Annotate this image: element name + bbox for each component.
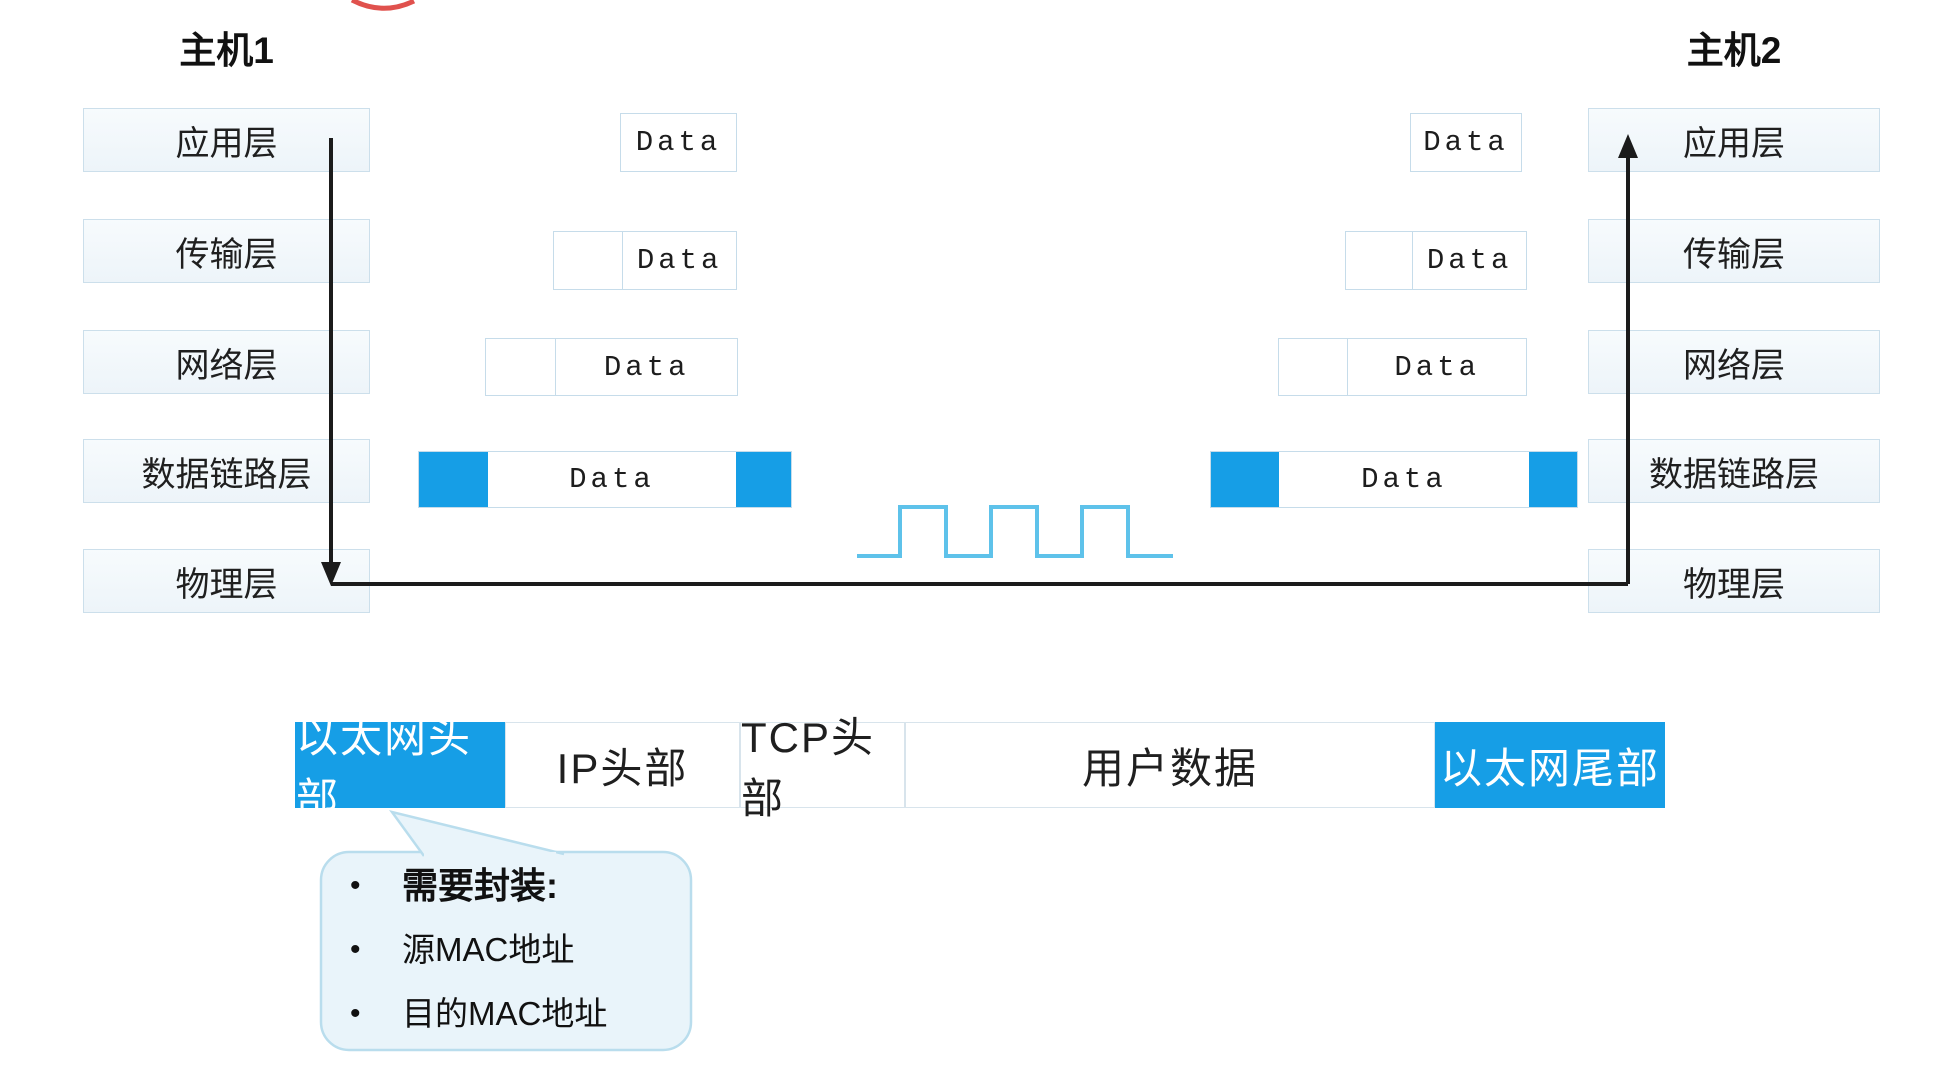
layer-label: 传输层 <box>175 235 278 274</box>
pdu-data-cell: Data <box>1411 114 1521 171</box>
host2-layer-physical: 物理层 <box>1588 549 1880 613</box>
frame-segment-tcp-header: TCP头部 <box>740 714 905 822</box>
layer-label: 物理层 <box>1683 565 1785 604</box>
host1-title: 主机1 <box>179 30 274 71</box>
frame-segment-ethernet-header: 以太网头部 <box>295 714 505 822</box>
callout-item-dest-mac: • 目的MAC地址 <box>350 992 680 1036</box>
host1-pdu-application: Data <box>620 113 737 172</box>
layer-label: 传输层 <box>1683 235 1785 274</box>
callout-item-label: 源MAC地址 <box>402 931 575 968</box>
pdu-data-label: Data <box>569 463 655 496</box>
bullet-icon: • <box>350 997 361 1030</box>
host1-layer-application: 应用层 <box>83 108 370 172</box>
host2-pdu-network: Data <box>1278 338 1527 396</box>
pdu-data-cell: Data <box>555 339 737 395</box>
layer-label: 数据链路层 <box>141 455 312 494</box>
pdu-data-cell: Data <box>1279 452 1530 507</box>
callout-list: • 需要封装: • 源MAC地址 • 目的MAC地址 <box>350 864 680 1056</box>
pdu-data-label: Data <box>1426 244 1513 277</box>
host2-title: 主机2 <box>1686 30 1782 71</box>
ethernet-header-cell <box>419 452 488 507</box>
ethernet-trailer-cell <box>1529 452 1577 507</box>
callout-item-label: 目的MAC地址 <box>402 995 608 1032</box>
pdu-header-cell <box>486 339 555 395</box>
pdu-data-label: Data <box>1361 463 1447 496</box>
frame-segment-ethernet-trailer: 以太网尾部 <box>1435 722 1665 808</box>
layer-label: 应用层 <box>1683 124 1785 163</box>
callout-tail-join <box>424 852 556 856</box>
layer-label: 网络层 <box>1683 346 1785 385</box>
ethernet-header-cell <box>1211 452 1279 507</box>
callout-item-source-mac: • 源MAC地址 <box>350 928 680 972</box>
layer-label: 应用层 <box>175 124 278 163</box>
host1-layer-transport: 传输层 <box>83 219 370 283</box>
frame-segment-ip-header: IP头部 <box>505 722 740 808</box>
red-marker-fragment <box>350 0 416 11</box>
pdu-data-cell: Data <box>1412 232 1526 289</box>
frame-segment-user-data: 用户数据 <box>905 722 1435 808</box>
pdu-header-cell <box>1346 232 1412 289</box>
host2-layer-network: 网络层 <box>1588 330 1880 394</box>
ethernet-trailer-cell <box>736 452 791 507</box>
signal-wave-icon <box>857 505 1173 558</box>
pdu-data-label: Data <box>603 350 690 384</box>
pdu-data-cell: Data <box>1347 339 1526 395</box>
callout-item-encapsulate: • 需要封装: <box>350 864 680 908</box>
host2-pdu-transport: Data <box>1345 231 1527 290</box>
host1-pdu-network: Data <box>485 338 738 396</box>
pdu-data-label: Data <box>1423 126 1509 159</box>
host2-layer-transport: 传输层 <box>1588 219 1880 283</box>
pdu-data-cell: Data <box>622 232 736 289</box>
host1-pdu-datalink: Data <box>418 451 792 508</box>
bullet-icon: • <box>350 933 361 966</box>
pdu-data-cell: Data <box>621 114 736 171</box>
pdu-data-cell: Data <box>488 452 737 507</box>
bullet-icon: • <box>350 869 361 902</box>
host1-layer-datalink: 数据链路层 <box>83 439 370 503</box>
host1-pdu-transport: Data <box>553 231 737 290</box>
pdu-header-cell <box>554 232 622 289</box>
pdu-header-cell <box>1279 339 1347 395</box>
host1-layer-physical: 物理层 <box>83 549 370 613</box>
host2-layer-datalink: 数据链路层 <box>1588 439 1880 503</box>
host2-pdu-datalink: Data <box>1210 451 1578 508</box>
host2-pdu-application: Data <box>1410 113 1522 172</box>
layer-label: 物理层 <box>175 565 278 604</box>
pdu-data-label: Data <box>1394 350 1481 384</box>
layer-label: 数据链路层 <box>1649 455 1819 494</box>
host2-layer-application: 应用层 <box>1588 108 1880 172</box>
pdu-data-label: Data <box>635 126 722 159</box>
callout-item-label: 需要封装: <box>402 865 558 906</box>
host1-layer-network: 网络层 <box>83 330 370 394</box>
pdu-data-label: Data <box>636 244 723 277</box>
layer-label: 网络层 <box>175 346 278 385</box>
